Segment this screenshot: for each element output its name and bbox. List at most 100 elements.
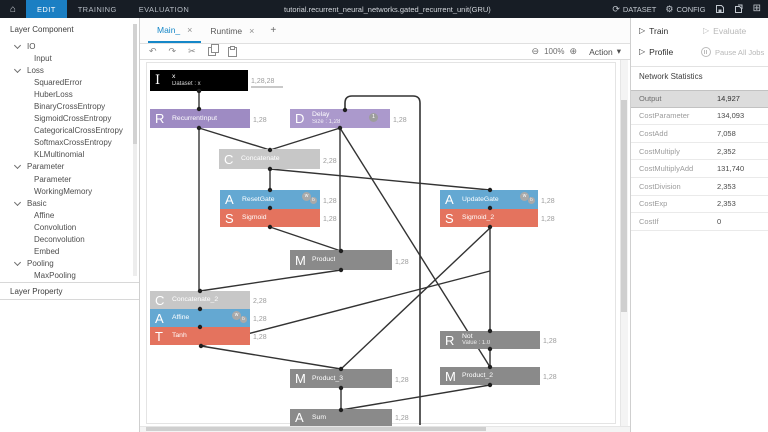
layer-group-parameter[interactable]: Parameter <box>0 161 139 173</box>
node-title: Concatenate_2 <box>172 296 219 304</box>
layer-item-maxpooling[interactable]: MaxPooling <box>34 271 76 281</box>
evaluate-button[interactable]: ▷ Evaluate <box>703 26 747 36</box>
sidebar-scrollbar-thumb[interactable] <box>133 24 137 144</box>
layer-group-loss[interactable]: Loss <box>0 64 139 76</box>
layer-property-header[interactable]: Layer Property <box>0 282 139 300</box>
canvas-horizontal-scrollbar-thumb[interactable] <box>146 427 486 431</box>
top-bar-actions: ⟳ DATASET ⚙ CONFIG ⊞ <box>612 0 768 18</box>
close-icon[interactable]: × <box>187 24 193 35</box>
layer-item-huberloss[interactable]: HuberLoss <box>34 89 73 99</box>
layer-group-io[interactable]: IO <box>0 40 139 52</box>
undo-icon[interactable]: ↶ <box>149 46 157 56</box>
project-title: tutorial.recurrent_neural_networks.gated… <box>284 4 491 14</box>
layer-item-workingmemory[interactable]: WorkingMemory <box>34 186 93 196</box>
output-size-label: 1,28 <box>323 198 337 205</box>
node-title: Sigmoid <box>242 214 267 222</box>
app-tab-evaluation[interactable]: EVALUATION <box>138 4 190 14</box>
node-title: x <box>172 73 176 81</box>
canvas-vertical-scrollbar-thumb[interactable] <box>621 100 627 312</box>
layer-item-squarederror[interactable]: SquaredError <box>34 77 83 87</box>
network-statistics-header: Network Statistics <box>639 72 703 81</box>
train-button[interactable]: ▷ Train <box>639 26 669 36</box>
layer-item-parameter[interactable]: Parameter <box>34 174 72 184</box>
node-title: Product_2 <box>462 372 493 380</box>
canvas-tab-main_[interactable]: Main_× <box>148 18 202 43</box>
layer-item-sigmoidcrossentropy[interactable]: SigmoidCrossEntropy <box>34 114 112 124</box>
zoom-out-icon[interactable]: ⊖ <box>531 46 540 56</box>
layer-item-binarycrossentropy[interactable]: BinaryCrossEntropy <box>34 102 106 112</box>
node-subtitle: Value : 1.0 <box>462 340 491 347</box>
app-tab-edit[interactable]: EDIT <box>26 0 67 18</box>
layer-group-pooling[interactable]: Pooling <box>0 258 139 270</box>
layer-item-affine[interactable]: Affine <box>34 210 55 220</box>
layer-item-categoricalcrossentropy[interactable]: CategoricalCrossEntropy <box>34 126 123 136</box>
action-dropdown[interactable]: Action ▾ <box>589 46 621 57</box>
layer-item-input[interactable]: Input <box>34 53 52 63</box>
node-title: Concatenate <box>241 155 280 163</box>
paste-icon[interactable] <box>227 45 237 57</box>
profile-button[interactable]: ▷ Profile <box>639 47 674 57</box>
output-size-label: 1,28 <box>543 338 557 345</box>
layer-item-convolution[interactable]: Convolution <box>34 222 77 232</box>
app-tab-strip: EDIT TRAINING EVALUATION <box>26 0 200 18</box>
zoom-in-icon[interactable]: ⊕ <box>569 46 578 56</box>
dataset-button[interactable]: ⟳ DATASET <box>612 3 657 14</box>
cut-icon[interactable]: ✂ <box>188 46 196 56</box>
chevron-down-icon <box>13 198 22 206</box>
node-subtitle: Dataset : x <box>172 80 201 87</box>
layer-group-basic[interactable]: Basic <box>0 197 139 209</box>
close-icon[interactable]: × <box>249 25 255 36</box>
output-size-label: 1,28,28 <box>251 78 283 88</box>
layer-item-deconvolution[interactable]: Deconvolution <box>34 235 85 245</box>
layer-item-klmultinomial[interactable]: KLMultinomial <box>34 150 85 160</box>
node-title: ResetGate <box>242 195 275 203</box>
copy-icon[interactable] <box>207 44 219 56</box>
job-panel: ▷ Train ▷ Evaluate ▷ Profile Pause All J… <box>630 18 768 432</box>
node-title: Product <box>312 256 336 264</box>
sidebar-scrollbar[interactable] <box>133 24 137 276</box>
save-icon[interactable] <box>715 4 725 14</box>
layout-grid-icon[interactable]: ⊞ <box>752 3 761 14</box>
save-as-icon[interactable] <box>734 4 744 14</box>
app-tab-training[interactable]: TRAINING <box>77 4 117 14</box>
canvas-toolbar: ↶ ↷ ✂ ⊖ 100% ⊕ Action ▾ <box>140 44 630 60</box>
config-button[interactable]: ⚙ CONFIG <box>665 3 706 14</box>
layer-item-embed[interactable]: Embed <box>34 247 60 257</box>
pause-all-jobs-button[interactable]: Pause All Jobs <box>701 47 764 57</box>
home-icon[interactable]: ⌂ <box>9 3 17 15</box>
redo-icon[interactable]: ↷ <box>168 46 177 56</box>
layer-component-header[interactable]: Layer Component <box>10 24 74 34</box>
play-icon: ▷ <box>639 26 646 35</box>
canvas-tab-runtime[interactable]: Runtime× <box>210 25 255 36</box>
node-title: RecurrentInput <box>172 114 217 122</box>
chevron-down-icon <box>13 259 22 267</box>
layer-item-softmaxcrossentropy[interactable]: SoftmaxCrossEntropy <box>34 138 112 148</box>
node-title: Not <box>462 332 473 340</box>
add-tab-button[interactable]: + <box>270 25 277 36</box>
